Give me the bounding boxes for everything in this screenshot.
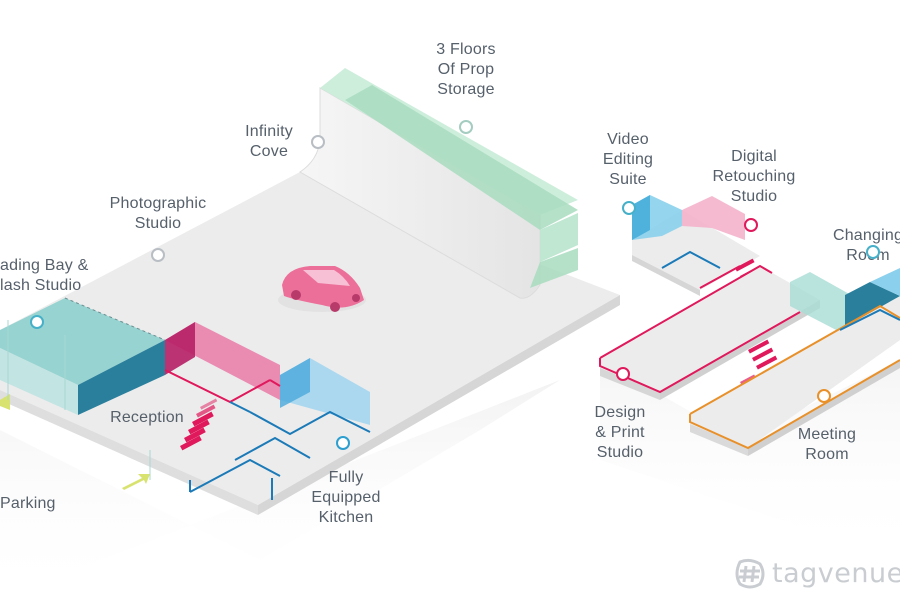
kitchen-wall-blue-dark [280, 358, 310, 408]
changing-room-outline [839, 308, 900, 331]
retouching-wall [682, 196, 745, 240]
reception-stairs [179, 398, 218, 451]
changing-room-wall-lightblue [870, 268, 900, 296]
design-studio-outline [599, 264, 773, 359]
parking-label: Parking [0, 495, 56, 512]
prop-storage-floor-2 [345, 85, 578, 230]
video-suite-wall-dark [632, 195, 650, 240]
design-print-label: Design & Print Studio [594, 404, 646, 461]
meeting-room-edge [748, 360, 900, 456]
changing-room-marker[interactable] [866, 245, 880, 259]
video-editing-label: Video Editing Suite [602, 131, 654, 188]
tagvenue-watermark: tagvenue [732, 556, 900, 592]
meeting-room-outline [689, 304, 900, 415]
video-editing-marker[interactable] [622, 201, 636, 215]
design-studio-outline-2 [599, 311, 801, 394]
design-print-marker[interactable] [616, 367, 630, 381]
design-studio-edge [600, 368, 660, 400]
meeting-room-outline-2 [689, 359, 900, 450]
kitchen-marker[interactable] [336, 436, 350, 450]
loading-bay-marker[interactable] [30, 315, 44, 329]
meeting-room-marker[interactable] [817, 389, 831, 403]
changing-room-label: Changing Room [832, 227, 900, 264]
kitchen-label: Fully Equipped Kitchen [311, 469, 381, 526]
tagvenue-logo-icon [735, 558, 765, 589]
retouching-marker[interactable] [744, 218, 758, 232]
main-building [0, 68, 620, 600]
car-icon [278, 266, 366, 312]
watermark-text: tagvenue [772, 558, 900, 589]
glass-partitions [7, 320, 151, 480]
meeting-room-edge-2 [690, 424, 748, 456]
retouch-outline-2 [699, 265, 741, 289]
studio-floor-edge-left [0, 390, 258, 515]
infinity-cove-marker[interactable] [311, 135, 325, 149]
reception-label: Reception [110, 409, 184, 426]
infinity-cove-wall [299, 87, 541, 299]
loading-bay-label: ading Bay & lash Studio [0, 257, 89, 294]
photographic-studio-label: Photographic Studio [109, 195, 207, 232]
loading-bay-front [0, 348, 78, 415]
studio-floor-edge-right [258, 295, 620, 515]
design-studio-edge-2 [660, 300, 820, 400]
loading-bay-dashes [64, 297, 166, 341]
infinity-cove-label: Infinity Cove [245, 123, 293, 160]
photographic-studio-marker[interactable] [151, 248, 165, 262]
changing-room-wall-green [790, 272, 860, 332]
loading-bay-side [78, 340, 165, 415]
retouch-outline [661, 250, 721, 269]
prop-storage-floor-3 [540, 213, 578, 262]
reception-wall-pink-dark [165, 322, 195, 375]
prop-storage-marker[interactable] [459, 120, 473, 134]
office-building [599, 195, 900, 560]
prop-storage-floor-4 [530, 248, 578, 288]
meeting-room-label: Meeting Room [797, 426, 857, 463]
reception-outline [164, 369, 371, 500]
video-suite-floor-edge [632, 255, 700, 296]
design-studio-floor [600, 266, 820, 392]
meeting-room-floor [690, 296, 900, 448]
retouching-label: Digital Retouching Studio [712, 148, 796, 205]
prop-storage-label: 3 Floors Of Prop Storage [436, 41, 496, 98]
